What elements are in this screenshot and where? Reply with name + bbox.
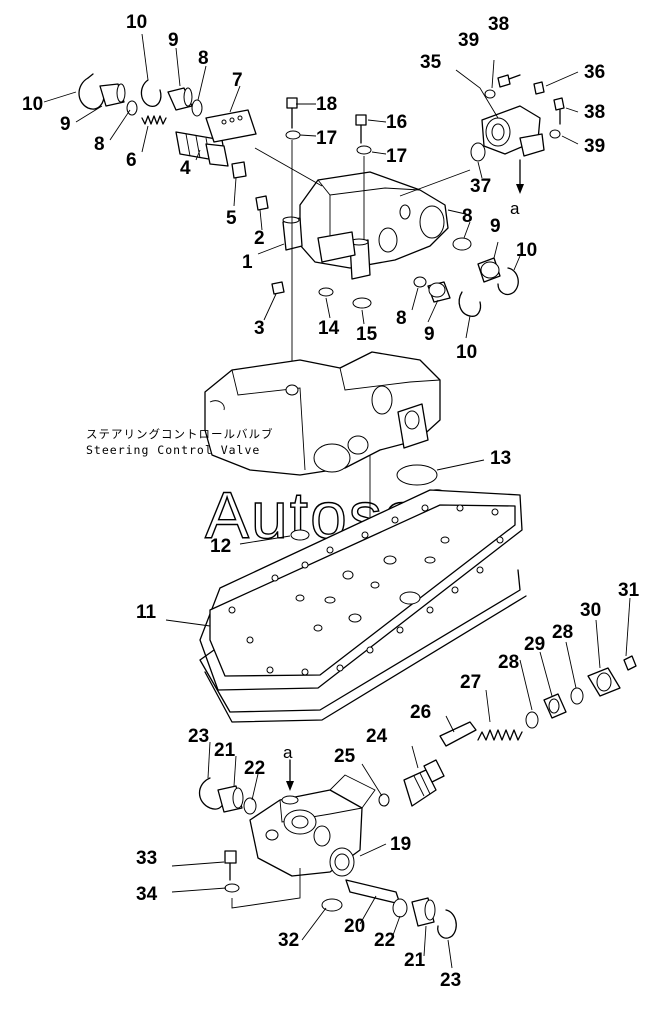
callout-22a: 22: [244, 758, 265, 779]
plate-11: [199, 489, 527, 723]
oring-14: [318, 287, 334, 297]
callout-13: 13: [490, 448, 511, 469]
callout-30: 30: [580, 600, 601, 621]
callout-10a: 10: [126, 12, 147, 33]
callout-36: 36: [584, 62, 605, 83]
callout-8b: 8: [94, 134, 105, 155]
callout-2: 2: [254, 228, 265, 249]
leader-lines: [43, 33, 631, 969]
view-marker-a-bottom: a: [283, 743, 293, 762]
callout-37: 37: [470, 176, 491, 197]
flange-35-assembly: [470, 74, 565, 194]
callout-1: 1: [242, 252, 253, 273]
callout-15: 15: [356, 324, 378, 345]
callout-28b: 28: [498, 652, 519, 673]
callout-8a: 8: [198, 48, 209, 69]
callout-9b: 9: [60, 114, 71, 135]
callout-39b: 39: [584, 136, 605, 157]
callout-18: 18: [316, 94, 337, 115]
callout-10b: 10: [22, 94, 43, 115]
callout-29: 29: [524, 634, 545, 655]
callout-26: 26: [410, 702, 431, 723]
lower-valve-body: [249, 759, 376, 877]
callout-17b: 17: [386, 146, 407, 167]
callout-25: 25: [334, 746, 356, 767]
caption-japanese: ステアリングコントロールバルブ: [86, 427, 274, 441]
callout-16: 16: [386, 112, 407, 133]
callout-12: 12: [210, 536, 231, 557]
adjuster-assembly: [378, 655, 637, 807]
lower-spool-assembly: [198, 777, 457, 939]
callout-21b: 21: [404, 950, 426, 971]
callout-22b: 22: [374, 930, 395, 951]
callout-8c: 8: [462, 206, 473, 227]
callout-23a: 23: [188, 726, 209, 747]
caption-english: Steering Control Valve: [86, 443, 260, 457]
callout-38b: 38: [584, 102, 605, 123]
callout-31: 31: [618, 580, 640, 601]
callout-10d: 10: [456, 342, 477, 363]
callout-6: 6: [126, 150, 137, 171]
spool-right-assembly: [413, 237, 519, 317]
view-marker-a-top: a: [510, 199, 520, 218]
oring-12: [290, 529, 310, 541]
callout-3: 3: [254, 318, 265, 339]
callout-39a: 39: [458, 30, 479, 51]
callout-labels: 10 9 8 7 10 9 8 6 4 5 2 1 3 14 15 18 17 …: [22, 12, 640, 991]
callout-9c: 9: [490, 216, 501, 237]
callout-10c: 10: [516, 240, 537, 261]
spool-left-assembly: [78, 73, 285, 295]
callout-17a: 17: [316, 128, 337, 149]
callout-27: 27: [460, 672, 481, 693]
callout-8d: 8: [396, 308, 407, 329]
callout-14: 14: [318, 318, 340, 339]
callout-19: 19: [390, 834, 411, 855]
callout-32: 32: [278, 930, 299, 951]
callout-9a: 9: [168, 30, 179, 51]
callout-23b: 23: [440, 970, 461, 991]
callout-28a: 28: [552, 622, 573, 643]
callout-24: 24: [366, 726, 388, 747]
callout-33: 33: [136, 848, 157, 869]
callout-9d: 9: [424, 324, 435, 345]
upper-valve-body: [282, 171, 449, 280]
central-valve-body: [204, 351, 441, 476]
callout-4: 4: [180, 158, 191, 179]
callout-34: 34: [136, 884, 158, 905]
callout-21a: 21: [214, 740, 236, 761]
callout-20: 20: [344, 916, 365, 937]
callout-38a: 38: [488, 14, 509, 35]
callout-35: 35: [420, 52, 442, 73]
callout-11: 11: [136, 602, 157, 623]
oring-15: [352, 297, 372, 309]
callout-7: 7: [232, 70, 243, 91]
oring-13: [396, 464, 438, 486]
callout-5: 5: [226, 208, 237, 229]
